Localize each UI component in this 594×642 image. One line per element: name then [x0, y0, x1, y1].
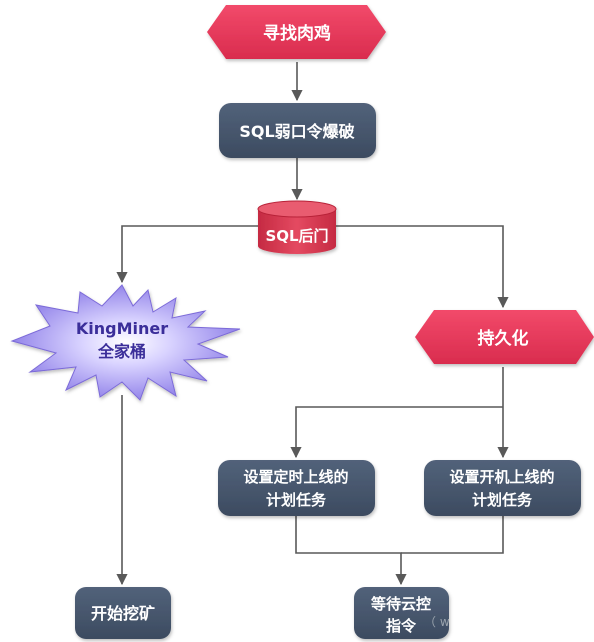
node-wait-cloud-label-line1: 等待云控 [371, 595, 431, 613]
node-persistence: 持久化 [415, 310, 594, 364]
node-sql-backdoor-label: SQL后门 [265, 227, 328, 245]
node-persistence-label: 持久化 [478, 328, 529, 349]
node-find-bots-label: 寻找肉鸡 [263, 23, 331, 44]
connector-persistence-to-timed [290, 406, 503, 459]
connector-timed-to-wait [295, 516, 407, 586]
node-sql-bruteforce-label: SQL弱口令爆破 [239, 122, 354, 141]
node-find-bots: 寻找肉鸡 [207, 5, 386, 59]
node-wait-cloud-label-line2: 指令 [386, 617, 417, 635]
starburst-shape [10, 284, 241, 401]
node-timed-task-label-line2: 计划任务 [266, 491, 327, 509]
node-boot-task: 设置开机上线的 计划任务 [424, 460, 581, 516]
connector-boot-to-wait [401, 516, 504, 554]
cylinder-top [257, 200, 337, 218]
node-sql-backdoor: SQL后门 [257, 200, 337, 254]
node-start-mining-label: 开始挖矿 [91, 604, 155, 623]
box-shape [219, 103, 376, 158]
connector-backdoor-to-kingminer [116, 225, 258, 284]
node-boot-task-label-line2: 计划任务 [472, 491, 533, 509]
node-wait-cloud: 等待云控 指令 [354, 587, 449, 639]
node-start-mining: 开始挖矿 [75, 587, 171, 639]
hexagon-shape [207, 5, 386, 59]
box-shape [354, 587, 449, 639]
node-timed-task-label-line1: 设置定时上线的 [243, 468, 348, 486]
watermark-text: （ w [424, 615, 450, 629]
node-kingminer: KingMiner 全家桶 [10, 284, 241, 401]
box-shape [218, 460, 375, 516]
node-boot-task-label-line1: 设置开机上线的 [449, 468, 554, 486]
node-sql-bruteforce: SQL弱口令爆破 [219, 103, 376, 158]
connectors [116, 62, 509, 586]
box-shape [75, 587, 171, 639]
node-kingminer-label-line2: 全家桶 [97, 342, 146, 361]
node-kingminer-label-line1: KingMiner [76, 319, 168, 338]
node-timed-task: 设置定时上线的 计划任务 [218, 460, 375, 516]
hexagon-shape [415, 310, 594, 364]
box-shape [424, 460, 581, 516]
database-cylinder-icon [258, 209, 336, 254]
connector-backdoor-to-persistence [336, 225, 509, 309]
